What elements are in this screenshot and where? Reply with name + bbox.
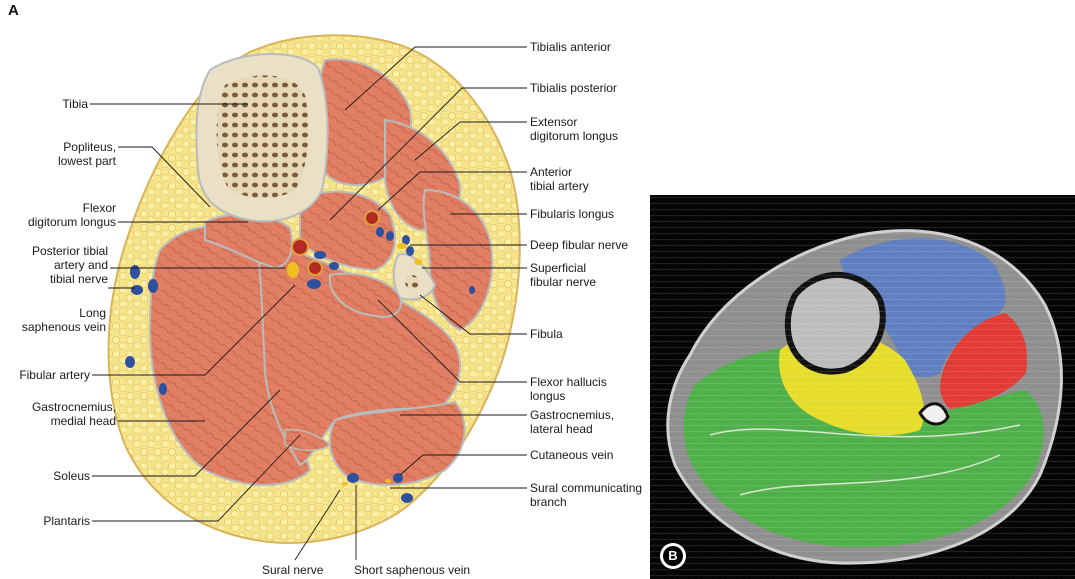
label-fibularis-longus: Fibularis longus [530,207,615,221]
fibular-artery [307,260,323,276]
label-fibula: Fibula [530,327,563,341]
label-tibia: Tibia [62,97,88,111]
gastrocnemius-lateral-muscle [328,400,466,486]
label-fibular-artery: Fibular artery [19,368,90,382]
label-cutaneous-vein: Cutaneous vein [530,448,614,462]
label-tibialis-anterior: Tibialis anterior [530,40,611,54]
mri-panel: B [650,195,1075,579]
label-short-saphenous: Short saphenous vein [354,563,471,577]
mri-image [650,195,1075,579]
label-gastroc-medial: Gastrocnemius, medial head [31,400,116,428]
label-anterior-tibial: Anterior tibial artery [530,165,589,193]
fibularis-longus-muscle [422,188,494,332]
label-sural-communicating: Sural communicating branch [530,481,643,509]
label-deep-fibular: Deep fibular nerve [530,238,629,252]
label-gastroc-lateral: Gastrocnemius, lateral head [530,408,615,436]
panel-a-letter: A [8,2,19,19]
tibial-nerve [287,262,299,278]
label-fdl: Flexor digitorum longus [27,201,116,229]
label-sural-nerve: Sural nerve [262,563,324,577]
leader-lines [90,46,527,561]
panel-b-badge: B [660,543,686,569]
fhl-muscle [329,272,402,318]
long-saphenous-vein [130,265,140,279]
cutaneous-vein [393,473,403,483]
plantaris-tendon [284,428,332,451]
label-popliteus: Popliteus, lowest part [57,140,116,168]
label-long-saphenous: Long saphenous vein [21,306,106,334]
sural-communicating-branch [385,479,391,483]
label-posterior-tibial: Posterior tibial artery and tibial nerve [31,244,108,286]
tibia-marrow [216,75,309,199]
deep-fibular-nerve [397,243,407,249]
label-fhl: Flexor hallucis longus [530,375,607,403]
label-tibialis-posterior: Tibialis posterior [530,81,617,95]
sural-nerve [342,482,348,486]
label-plantaris: Plantaris [43,514,90,528]
label-soleus: Soleus [53,469,90,483]
anterior-tibial-artery [364,210,380,226]
label-edl: Extensor digitorum longus [530,115,619,143]
label-superficial-fibular: Superficial fibular nerve [530,261,597,289]
posterior-tibial-artery [291,238,309,256]
short-saphenous-vein [347,473,359,483]
superficial-fibular-nerve [414,259,422,265]
leg-cross-section-diagram [90,34,527,561]
